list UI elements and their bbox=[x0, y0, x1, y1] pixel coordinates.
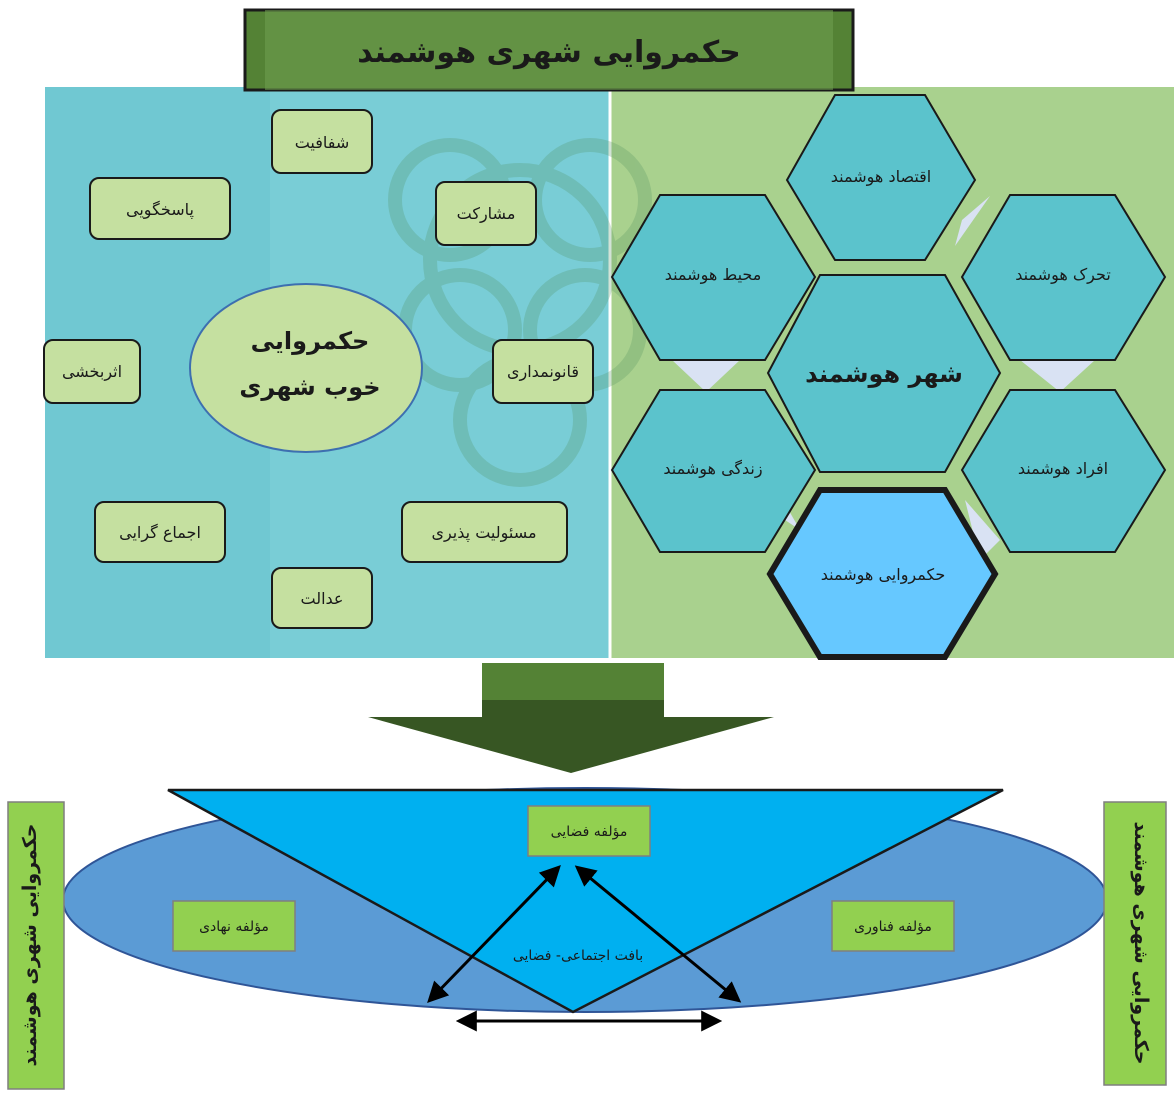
svg-text:تحرک هوشمند: تحرک هوشمند bbox=[1015, 265, 1111, 285]
svg-text:اثربخشی: اثربخشی bbox=[62, 362, 122, 382]
svg-text:حکمروایی شهری هوشمند: حکمروایی شهری هوشمند bbox=[19, 824, 41, 1067]
svg-text:شهر هوشمند: شهر هوشمند bbox=[805, 360, 963, 388]
hex-smart-governance: حکمروایی هوشمند bbox=[766, 487, 999, 660]
svg-text:مسئولیت پذیری: مسئولیت پذیری bbox=[431, 523, 536, 543]
svg-text:قانونمداری: قانونمداری bbox=[507, 362, 579, 382]
down-arrow-icon bbox=[368, 663, 774, 773]
good-governance-title-line1: حکمروایی bbox=[251, 327, 370, 355]
arrow-spatial-institutional bbox=[427, 864, 561, 1004]
hex-connectors bbox=[672, 196, 1095, 560]
principle-pill-responsibility: مسئولیت پذیری bbox=[401, 501, 568, 563]
hex-smart-mobility: تحرک هوشمند bbox=[960, 194, 1167, 361]
hex-smart-living: زندگی هوشمند bbox=[610, 389, 817, 553]
principle-pill-accountability: پاسخگویی bbox=[89, 177, 231, 240]
principle-pill-rule-of-law: قانونمداری bbox=[492, 339, 594, 404]
good-governance-title-line2: خوب شهری bbox=[239, 373, 380, 401]
technology-component-label: مؤلفه فناوری bbox=[831, 900, 955, 952]
principle-pill-consensus: اجماع گرایی bbox=[94, 501, 226, 563]
svg-text:عدالت: عدالت bbox=[301, 589, 344, 608]
svg-text:مشارکت: مشارکت bbox=[457, 204, 516, 224]
spatial-component-label: مؤلفه فضایی bbox=[527, 805, 651, 857]
side-label-left: حکمروایی شهری هوشمند bbox=[7, 801, 65, 1090]
svg-text:شفافیت: شفافیت bbox=[295, 133, 350, 152]
principle-pill-transparency: شفافیت bbox=[271, 109, 373, 174]
svg-text:اجماع گرایی: اجماع گرایی bbox=[119, 523, 201, 543]
svg-text:زندگی هوشمند: زندگی هوشمند bbox=[663, 459, 762, 479]
institutional-component-label: مؤلفه نهادی bbox=[172, 900, 296, 952]
hex-smart-economy: اقتصاد هوشمند bbox=[785, 94, 977, 261]
principle-pill-effectiveness: اثربخشی bbox=[43, 339, 141, 404]
svg-text:اقتصاد هوشمند: اقتصاد هوشمند bbox=[831, 167, 931, 187]
svg-text:محیط هوشمند: محیط هوشمند bbox=[665, 265, 762, 285]
svg-text:پاسخگویی: پاسخگویی bbox=[126, 200, 194, 220]
arrow-spatial-technology bbox=[574, 865, 742, 1003]
hex-smart-people: افراد هوشمند bbox=[960, 389, 1167, 553]
principle-pill-justice: عدالت bbox=[271, 567, 373, 629]
svg-text:مؤلفه نهادی: مؤلفه نهادی bbox=[199, 919, 269, 935]
good-governance-ellipse bbox=[189, 283, 423, 453]
svg-text:حکمروایی شهری هوشمند: حکمروایی شهری هوشمند bbox=[1130, 822, 1152, 1065]
hex-smart-environment: محیط هوشمند bbox=[610, 194, 817, 361]
socio-spatial-context-label: بافت اجتماعی- فضایی bbox=[513, 948, 643, 964]
hex-smart-city-center: شهر هوشمند bbox=[766, 274, 1002, 473]
svg-text:حکمروایی هوشمند: حکمروایی هوشمند bbox=[821, 565, 945, 585]
svg-text:مؤلفه فضایی: مؤلفه فضایی bbox=[551, 824, 628, 840]
svg-text:مؤلفه فناوری: مؤلفه فناوری bbox=[854, 919, 932, 935]
page-title: حکمروایی شهری هوشمند bbox=[357, 35, 741, 70]
side-label-right: حکمروایی شهری هوشمند bbox=[1103, 801, 1167, 1086]
svg-text:افراد هوشمند: افراد هوشمند bbox=[1018, 459, 1108, 479]
title-box-inner bbox=[265, 10, 833, 90]
principle-pill-participation: مشارکت bbox=[435, 181, 537, 246]
